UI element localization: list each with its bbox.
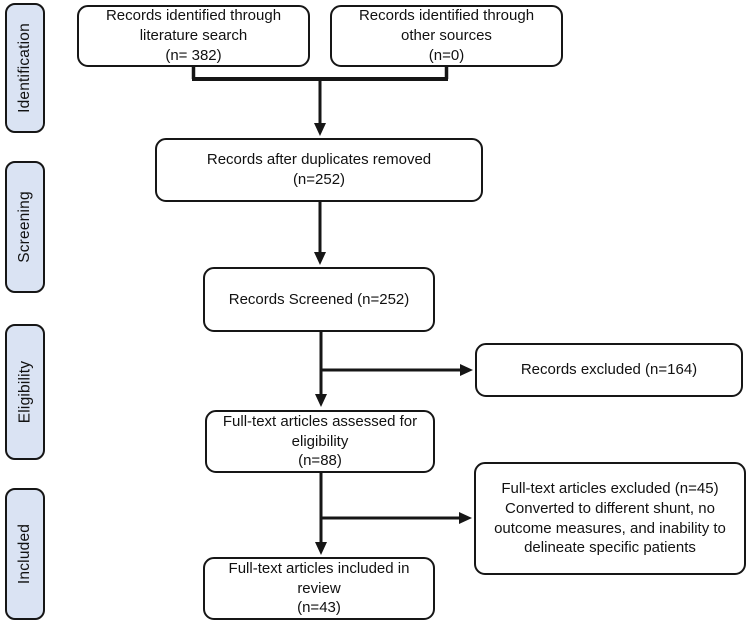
stage-eligibility: Eligibility — [5, 324, 45, 460]
box-fulltext-included-text: Full-text articles included in review (n… — [228, 559, 410, 617]
box-records-other-sources-text: Records identified through other sources… — [358, 7, 535, 64]
box-records-literature-search: Records identified through literature se… — [77, 5, 310, 67]
box-records-excluded: Records excluded (n=164) — [475, 343, 743, 397]
box-records-literature-search-text: Records identified through literature se… — [105, 7, 282, 64]
stage-included: Included — [5, 488, 45, 620]
box-records-other-sources: Records identified through other sources… — [330, 5, 563, 67]
box-fulltext-assessed-text: Full-text articles assessed for eligibil… — [222, 412, 418, 470]
stage-eligibility-label: Eligibility — [16, 360, 33, 424]
box-records-screened-text: Records Screened (n=252) — [228, 290, 410, 308]
box-fulltext-excluded: Full-text articles excluded (n=45) Conve… — [474, 462, 746, 575]
stage-identification: Identification — [5, 3, 45, 133]
stage-screening: Screening — [5, 161, 45, 293]
box-fulltext-assessed: Full-text articles assessed for eligibil… — [205, 410, 435, 473]
box-duplicates-removed: Records after duplicates removed (n=252) — [155, 138, 483, 202]
box-fulltext-excluded-text: Full-text articles excluded (n=45) Conve… — [494, 479, 726, 557]
box-fulltext-included: Full-text articles included in review (n… — [203, 557, 435, 620]
box-records-screened: Records Screened (n=252) — [203, 267, 435, 332]
stage-included-label: Included — [16, 523, 34, 585]
stage-identification-label: Identification — [16, 23, 33, 113]
box-duplicates-removed-text: Records after duplicates removed (n=252) — [206, 151, 432, 188]
box-records-excluded-text: Records excluded (n=164) — [520, 361, 698, 379]
stage-screening-label: Screening — [16, 191, 34, 263]
